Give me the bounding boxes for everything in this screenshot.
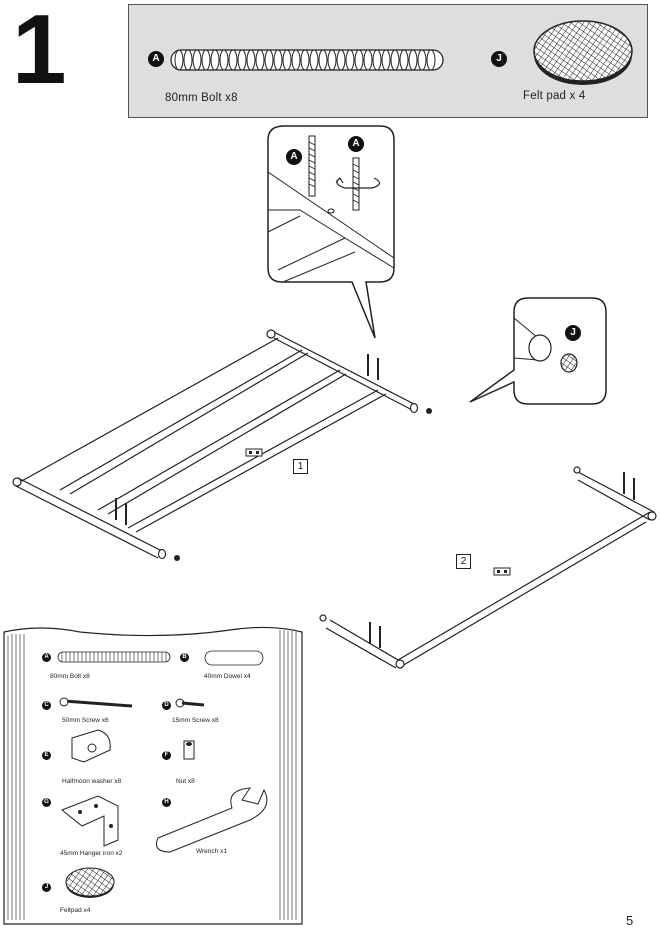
inventory-label-j: Feltpad x4 bbox=[60, 907, 91, 914]
inventory-letter-h: H bbox=[162, 798, 171, 807]
inventory-label-f: Nut x8 bbox=[176, 778, 195, 785]
inventory-label-e: Halfmoon washer x8 bbox=[62, 778, 122, 785]
part-letter-a: A bbox=[148, 51, 164, 67]
felt-pad-icon bbox=[533, 20, 633, 85]
inventory-letter-j: J bbox=[42, 883, 51, 892]
inventory-letter-g: G bbox=[42, 798, 51, 807]
part-letter-j: J bbox=[491, 51, 507, 67]
inventory-letter-c: C bbox=[42, 701, 51, 710]
inventory-letter-f: F bbox=[162, 751, 171, 760]
inventory-label-a: 80mm Bolt x8 bbox=[50, 673, 90, 680]
inventory-letter-b: B bbox=[180, 653, 189, 662]
bolt-label: 80mm Bolt x8 bbox=[165, 92, 238, 104]
parts-box: A 80mm Bolt x8 J Felt pad x 4 bbox=[128, 4, 648, 118]
callout-letter-a-1: A bbox=[286, 149, 302, 165]
page-number: 5 bbox=[626, 913, 634, 928]
inventory-letter-d: D bbox=[162, 701, 171, 710]
inventory-letter-e: E bbox=[42, 751, 51, 760]
inventory-label-g: 45mm Hanger iron x2 bbox=[60, 850, 123, 857]
step-number: 1 bbox=[12, 0, 67, 104]
inventory-letter-a: A bbox=[42, 653, 51, 662]
panel-label-1: 1 bbox=[293, 459, 308, 474]
inventory-label-d: 15mm Screw x8 bbox=[172, 717, 219, 724]
inventory-label-h: Wrench x1 bbox=[196, 848, 227, 855]
callout-letter-j: J bbox=[565, 325, 581, 341]
inventory-label-c: 50mm Screw x6 bbox=[62, 717, 109, 724]
callout-letter-a-2: A bbox=[348, 136, 364, 152]
panel-label-2: 2 bbox=[456, 554, 471, 569]
bolt-icon bbox=[170, 49, 444, 71]
felt-pad-label: Felt pad x 4 bbox=[523, 90, 586, 102]
inventory-label-b: 40mm Dowel x4 bbox=[204, 673, 251, 680]
